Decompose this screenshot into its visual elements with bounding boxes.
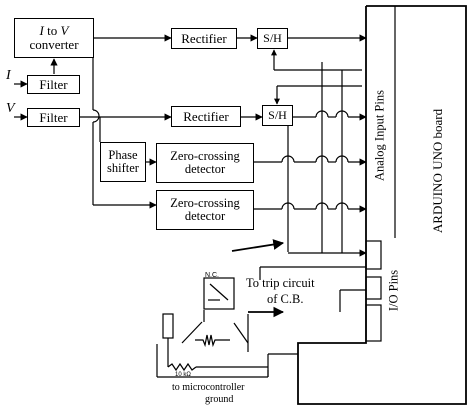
trip-label-2: of C.B. bbox=[267, 292, 303, 306]
filter-v-label: Filter bbox=[39, 109, 68, 125]
to-word: to bbox=[43, 23, 61, 39]
io-pin-box-1 bbox=[365, 240, 382, 270]
trip-label-1: To trip circuit bbox=[246, 276, 315, 290]
filter-v-block: Filter bbox=[27, 108, 80, 127]
arduino-board-label: ARDUINO UNO board bbox=[430, 108, 445, 234]
rectifier-2-label: Rectifier bbox=[183, 108, 229, 124]
relay-contact bbox=[209, 283, 229, 301]
analog-input-pins-label: Analog Input Pins bbox=[372, 90, 387, 181]
sample-hold-2-label: S/H bbox=[268, 108, 287, 123]
input-label-i: I bbox=[5, 68, 12, 83]
arrow-trip-1 bbox=[231, 239, 285, 252]
rectifier-1-block: Rectifier bbox=[171, 28, 237, 49]
v-symbol: V bbox=[60, 23, 69, 39]
phase-shifter-block: Phase shifter bbox=[100, 142, 146, 182]
wire-hop-iv bbox=[92, 109, 100, 123]
sample-hold-1-block: S/H bbox=[257, 28, 288, 49]
zero-crossing-detector-1-block: Zero-crossing detector bbox=[156, 143, 254, 183]
zcd-2-line1: Zero-crossing bbox=[170, 195, 240, 210]
ground-label-1: to microcontroller bbox=[172, 382, 245, 393]
io-pin-box-3 bbox=[365, 304, 382, 342]
arduino-board-outline bbox=[297, 5, 467, 405]
sample-hold-1-label: S/H bbox=[263, 31, 282, 46]
rectifier-2-block: Rectifier bbox=[171, 106, 241, 127]
sample-hold-2-block: S/H bbox=[262, 105, 293, 126]
filter-i-label: Filter bbox=[39, 76, 68, 92]
converter-word: converter bbox=[29, 37, 79, 52]
i-to-v-converter-block: I to V converter bbox=[14, 18, 94, 58]
rectifier-1-label: Rectifier bbox=[181, 30, 227, 46]
zero-crossing-detector-2-block: Zero-crossing detector bbox=[156, 190, 254, 230]
io-pins-label: I/O Pins bbox=[386, 269, 401, 312]
zcd-1-line2: detector bbox=[184, 162, 226, 176]
zcd-2-line2: detector bbox=[184, 209, 226, 223]
ground-label-2: ground bbox=[205, 394, 233, 405]
relay-box bbox=[203, 277, 235, 310]
relay-switch-left bbox=[181, 321, 203, 344]
relay-switch-right bbox=[233, 322, 249, 344]
relay-coil bbox=[195, 334, 230, 348]
input-label-v: V bbox=[6, 101, 16, 116]
zcd-1-line1: Zero-crossing bbox=[170, 148, 240, 163]
i-symbol: I bbox=[39, 23, 44, 39]
nc-label: N.C. bbox=[205, 272, 219, 279]
io-pin-box-2 bbox=[365, 276, 382, 300]
phase-shifter-line1: Phase bbox=[108, 147, 138, 162]
filter-i-block: Filter bbox=[27, 75, 80, 94]
resistor-label: 10 kΩ bbox=[175, 372, 191, 378]
resistor bbox=[167, 362, 197, 372]
transistor-body bbox=[162, 313, 174, 339]
phase-shifter-line2: shifter bbox=[107, 161, 139, 175]
